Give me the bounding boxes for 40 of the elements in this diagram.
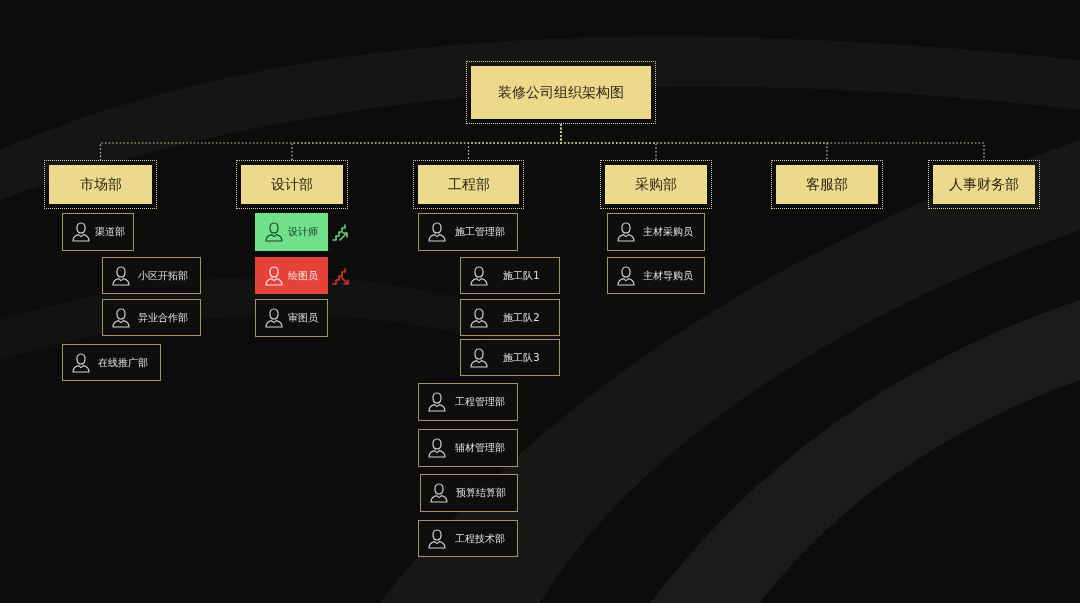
unit-card <box>255 257 328 294</box>
unit-card <box>102 257 201 294</box>
department-box: 工程部 <box>413 160 524 209</box>
unit-name: 工程管理部 <box>453 395 506 409</box>
unit-name: 主材采购员 <box>641 225 694 239</box>
unit-card <box>420 474 518 512</box>
department-box: 市场部 <box>44 160 157 209</box>
unit-name: 施工队3 <box>502 350 541 365</box>
unit-name: 设计师 <box>287 225 319 239</box>
unit-name: 异业合作部 <box>137 310 189 325</box>
unit-card <box>62 213 134 251</box>
unit-card <box>102 299 201 336</box>
department-box: 客服部 <box>771 160 883 209</box>
unit-name: 施工队1 <box>502 268 541 283</box>
department-box: 采购部 <box>600 160 712 209</box>
unit-name: 在线推广部 <box>97 355 149 370</box>
unit-card <box>607 257 705 294</box>
connector-line <box>560 123 985 161</box>
unit-name: 施工队2 <box>502 310 541 325</box>
unit-name: 工程技术部 <box>453 531 506 546</box>
unit-name: 绘图员 <box>287 268 319 283</box>
unit-card <box>418 520 518 557</box>
unit-card <box>62 344 161 381</box>
unit-name: 审图员 <box>287 311 319 325</box>
unit-name: 渠道部 <box>93 225 126 239</box>
unit-card <box>418 213 518 251</box>
unit-card <box>255 299 328 337</box>
unit-name: 预算结算部 <box>454 486 507 500</box>
unit-card <box>607 213 705 251</box>
unit-card <box>255 213 328 251</box>
unit-card <box>418 383 518 421</box>
unit-name: 小区开拓部 <box>137 268 189 283</box>
unit-card <box>460 339 560 376</box>
unit-name: 施工管理部 <box>453 225 506 239</box>
unit-name: 辅材管理部 <box>453 441 506 455</box>
department-box: 设计部 <box>236 160 348 209</box>
unit-name: 主材导购员 <box>641 268 694 283</box>
unit-card <box>418 429 518 467</box>
unit-card <box>460 299 560 336</box>
unit-card <box>460 257 560 294</box>
